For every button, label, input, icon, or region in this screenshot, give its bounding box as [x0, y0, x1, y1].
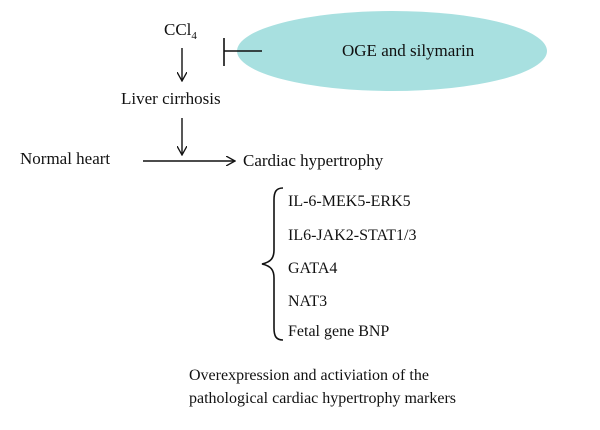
caption: Overexpression and activiation of the pa…	[189, 364, 569, 410]
caption-line-2: pathological cardiac hypertrophy markers	[189, 390, 456, 407]
marker-item: IL6-JAK2-STAT1/3	[288, 227, 417, 244]
inhibitor-label: OGE and silymarin	[342, 41, 475, 60]
cardiac-hypertrophy-label: Cardiac hypertrophy	[243, 151, 384, 170]
liver-cirrhosis-label: Liver cirrhosis	[121, 89, 221, 108]
ccl4-subscript: 4	[191, 30, 197, 42]
inhibitor-ellipse	[237, 11, 547, 91]
marker-item: IL-6-MEK5-ERK5	[288, 193, 411, 210]
ccl4-main: CCl	[164, 20, 192, 39]
marker-brace	[261, 187, 284, 341]
marker-item: Fetal gene BNP	[288, 323, 390, 340]
ccl4-label: CCl4	[164, 20, 197, 42]
marker-item: GATA4	[288, 260, 338, 277]
normal-heart-label: Normal heart	[20, 149, 111, 168]
caption-line-1: Overexpression and activiation of the	[189, 367, 429, 384]
marker-item: NAT3	[288, 293, 328, 310]
